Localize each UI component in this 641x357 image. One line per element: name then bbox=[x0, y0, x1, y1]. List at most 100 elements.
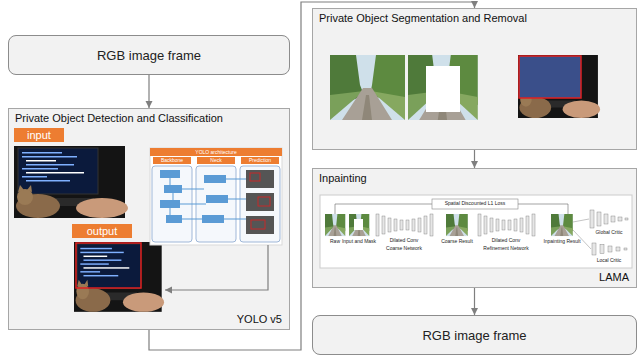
thumb-photo bbox=[325, 214, 345, 236]
figure-label: Global Critic bbox=[594, 230, 623, 235]
critic-wires bbox=[573, 219, 591, 249]
yolo-part-bar bbox=[241, 157, 279, 164]
node-title: input bbox=[27, 130, 51, 141]
conv-layer bbox=[430, 214, 433, 236]
yolo-part-bar bbox=[153, 157, 191, 164]
flow-arrow bbox=[474, 288, 475, 315]
loss-box bbox=[432, 199, 518, 209]
yolo-layer bbox=[166, 215, 182, 223]
figure-label: Local Critic bbox=[596, 258, 623, 263]
yolo-layer bbox=[160, 200, 180, 208]
box-ground bbox=[312, 168, 637, 288]
critic-layer bbox=[604, 214, 608, 224]
conv-layer bbox=[406, 220, 409, 230]
stage-panel: Private Object Detection and Classificat… bbox=[8, 108, 290, 330]
detection-box bbox=[76, 243, 141, 288]
critic-layer bbox=[600, 245, 604, 254]
figure-label: Coarse Result bbox=[440, 239, 474, 244]
figure-label: YOLO architecture bbox=[194, 150, 237, 155]
critic-layer bbox=[590, 210, 594, 228]
tag-label: output bbox=[72, 224, 132, 238]
input-photo bbox=[14, 146, 128, 218]
conv-layer bbox=[400, 220, 403, 230]
conv-layer bbox=[532, 214, 535, 236]
critic-layer bbox=[616, 247, 620, 251]
tag-label: input bbox=[14, 128, 64, 142]
critic-layer bbox=[608, 246, 612, 252]
figure-label: Coarse Network bbox=[385, 246, 423, 251]
flow-arrow bbox=[474, 150, 475, 168]
yolo-part-bar bbox=[197, 157, 235, 164]
conv-layer bbox=[382, 216, 385, 234]
critic-layer bbox=[624, 248, 627, 250]
figure-label: Dilated Conv bbox=[389, 238, 420, 243]
stage-panel: InpaintingLAMA bbox=[312, 168, 637, 288]
stage-panel: Private Object Segmentation and Removal bbox=[312, 8, 637, 150]
model-name: YOLO v5 bbox=[237, 313, 282, 325]
yolo-layer bbox=[202, 215, 224, 223]
conv-layer bbox=[388, 218, 391, 232]
box-ground bbox=[8, 35, 290, 75]
conv-layer bbox=[496, 219, 499, 231]
conv-layer bbox=[508, 220, 511, 230]
masked-region bbox=[519, 56, 581, 98]
road-photo bbox=[408, 55, 478, 120]
prediction-box bbox=[251, 220, 265, 229]
conv-layer bbox=[424, 216, 427, 234]
lama-figure bbox=[320, 195, 632, 268]
yolo-figure bbox=[150, 148, 282, 245]
conv-layer bbox=[502, 220, 505, 230]
road-photo bbox=[330, 55, 405, 120]
refinement-layers bbox=[478, 214, 535, 236]
figure-label: Dilated Conv bbox=[491, 238, 522, 243]
masked-photo bbox=[518, 55, 600, 118]
prediction-box bbox=[258, 197, 270, 206]
conv-layer bbox=[394, 219, 397, 231]
box-ground bbox=[8, 108, 290, 330]
yolo-wires bbox=[170, 178, 246, 219]
figure-label: Input and Mask bbox=[341, 239, 377, 244]
conv-layer bbox=[484, 216, 487, 234]
yolo-layer bbox=[160, 170, 180, 178]
figure-label: Refinement Network bbox=[482, 246, 529, 251]
model-name: LAMA bbox=[599, 271, 629, 283]
figure-label: Raw bbox=[329, 239, 341, 244]
process-box: RGB image frame bbox=[8, 35, 290, 75]
flow-arrow bbox=[148, 75, 149, 108]
prediction-tile bbox=[246, 216, 274, 234]
figure-label: Backbone bbox=[160, 158, 184, 163]
prediction-tile bbox=[246, 170, 274, 188]
node-title: Private Object Detection and Classificat… bbox=[15, 112, 223, 124]
thumb-mask bbox=[354, 219, 363, 230]
yolo-header-bar bbox=[150, 148, 282, 156]
conv-layer bbox=[478, 214, 481, 236]
yolo-layer bbox=[204, 175, 226, 183]
conv-layer bbox=[526, 216, 529, 234]
critic-layer bbox=[597, 212, 601, 226]
node-title: Inpainting bbox=[319, 172, 367, 184]
conv-layer bbox=[376, 214, 379, 236]
prediction-box bbox=[250, 173, 260, 181]
yolo-column bbox=[240, 166, 280, 242]
box-grounds bbox=[8, 8, 637, 355]
figure-label: Prediction bbox=[248, 158, 272, 163]
critic-layer bbox=[618, 217, 622, 221]
prediction-tile bbox=[246, 193, 274, 211]
figure-label: Neck bbox=[209, 158, 222, 163]
box-ground bbox=[312, 8, 637, 150]
figure-label: Inpainting Result bbox=[542, 239, 581, 244]
conv-layer bbox=[520, 218, 523, 232]
output-photo bbox=[74, 242, 164, 312]
yolo-layer bbox=[164, 185, 182, 193]
conv-layer bbox=[412, 219, 415, 231]
critic-layer bbox=[592, 243, 596, 255]
node-title: RGB image frame bbox=[97, 48, 201, 63]
critic-layer bbox=[611, 216, 615, 222]
thumb-photo bbox=[551, 214, 573, 236]
coarse-layers bbox=[376, 214, 433, 236]
yolo-layer bbox=[206, 195, 228, 203]
conv-layer bbox=[514, 219, 517, 231]
global-critic bbox=[590, 210, 628, 228]
node-title: Private Object Segmentation and Removal bbox=[319, 12, 527, 24]
